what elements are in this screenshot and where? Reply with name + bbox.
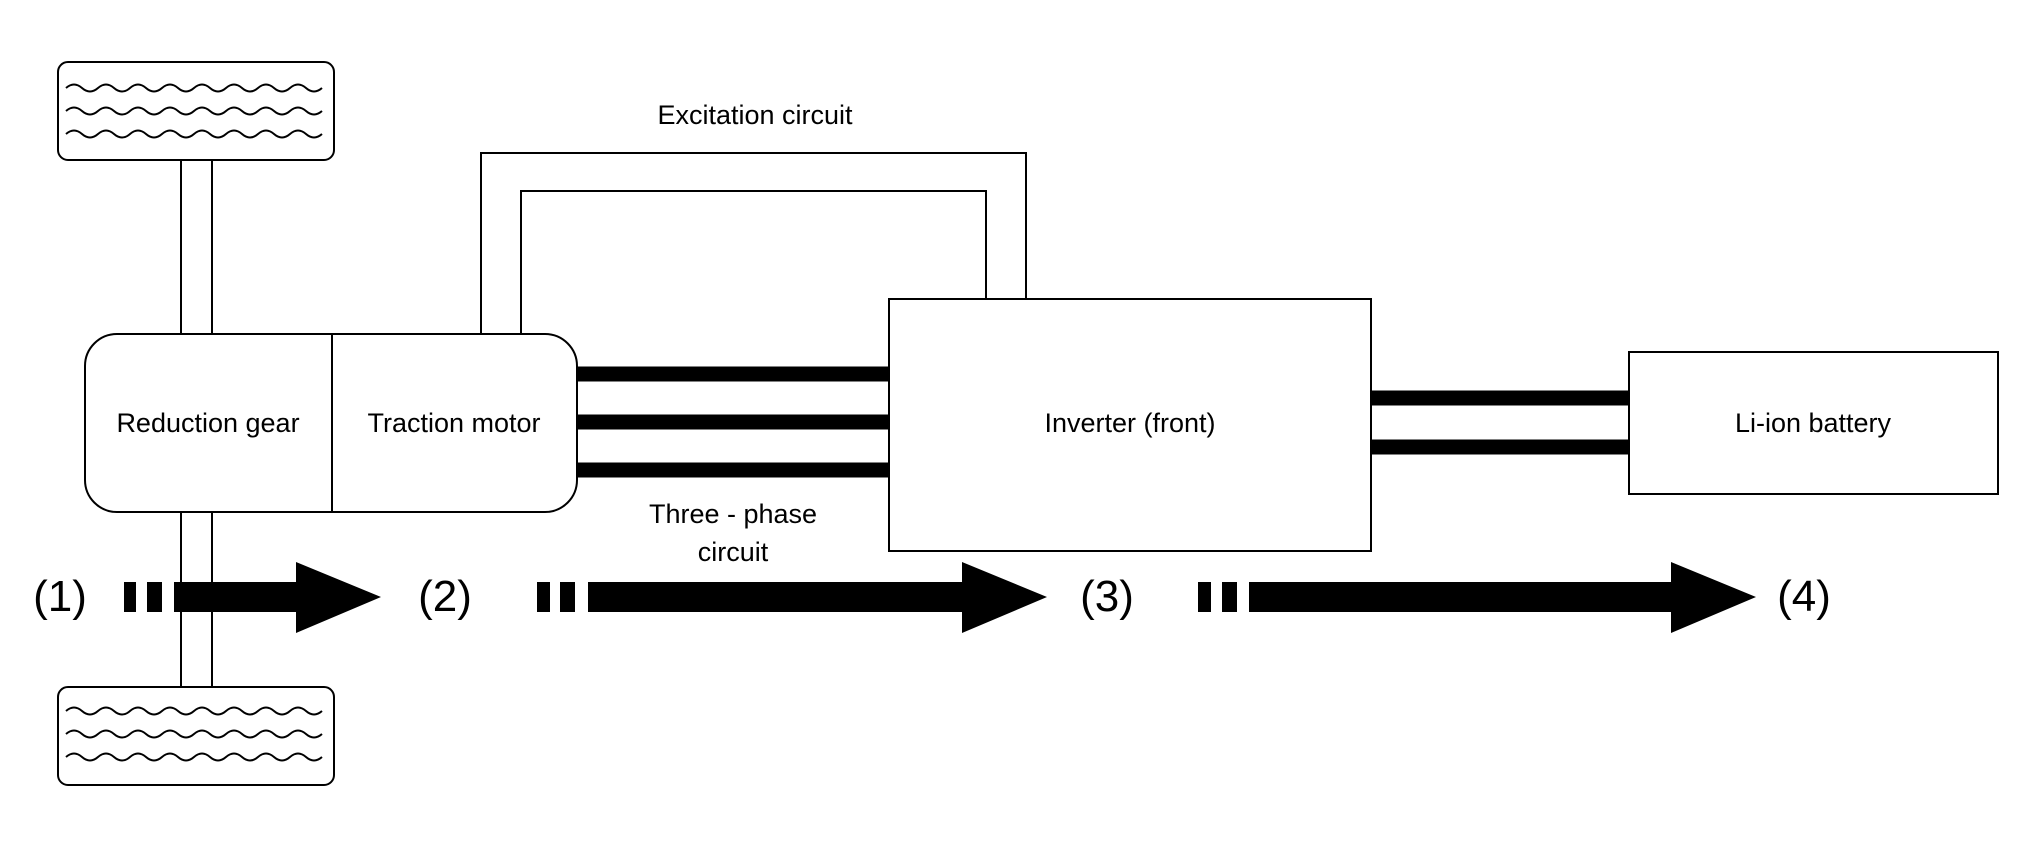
excitation-circuit-label: Excitation circuit	[657, 100, 853, 130]
excitation-circuit-wires	[480, 152, 1027, 338]
tire-top	[57, 61, 335, 161]
flow-arrow-3-to-4	[1198, 562, 1756, 633]
tire-bottom	[57, 686, 335, 786]
three-phase-label-line2: circuit	[698, 537, 769, 567]
three-phase-label-line1: Three - phase	[649, 499, 817, 529]
inverter-label: Inverter (front)	[1044, 408, 1215, 438]
dc-bus	[1371, 390, 1629, 455]
flow-arrow-1-to-2	[124, 562, 381, 633]
inverter-box	[888, 298, 1372, 552]
flow-step-3: (3)	[1080, 572, 1134, 621]
three-phase-bus	[577, 366, 889, 478]
battery-label: Li-ion battery	[1735, 408, 1892, 438]
traction-motor-label: Traction motor	[367, 408, 540, 438]
flow-step-4: (4)	[1777, 572, 1831, 621]
flow-step-2: (2)	[418, 572, 472, 621]
flow-arrow-2-to-3	[537, 562, 1047, 633]
reduction-gear-label: Reduction gear	[116, 408, 299, 438]
battery-box	[1628, 351, 1999, 495]
flow-step-1: (1)	[33, 572, 87, 621]
